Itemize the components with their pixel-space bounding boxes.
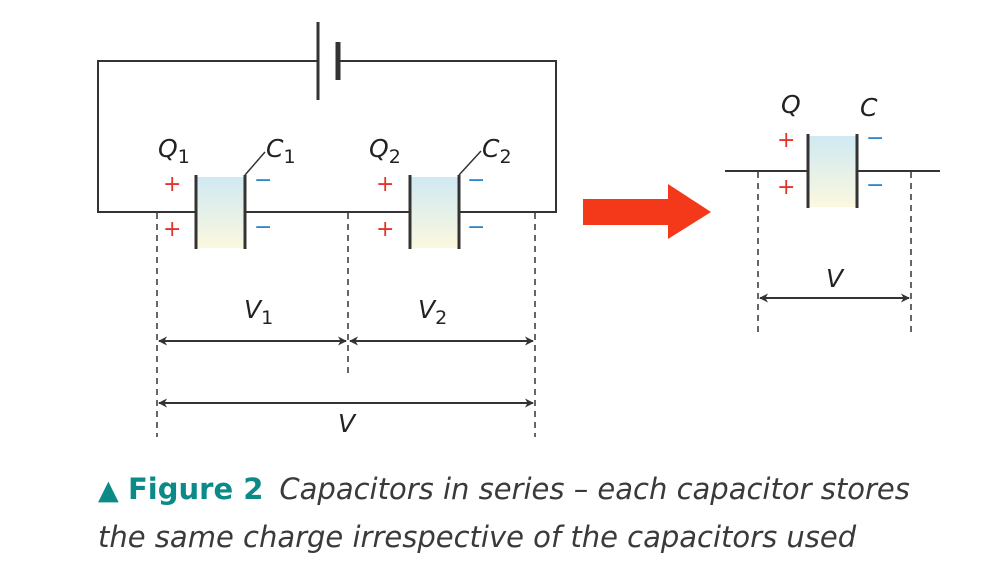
capacitor-1 — [194, 151, 266, 249]
label-v1: V1 — [244, 295, 273, 329]
plus-sign: + — [163, 217, 181, 242]
figure-label: Figure 2 — [127, 472, 264, 506]
capacitor-2 — [408, 150, 482, 249]
equivalent-circuit — [725, 134, 940, 332]
voltage-guide-lines — [156, 213, 536, 437]
caption-text-2: the same charge irrespective of the capa… — [98, 520, 857, 554]
caption-line-1: ▲ Figure 2 Capacitors in series – each ca… — [98, 466, 978, 514]
plus-sign: + — [376, 217, 394, 242]
caption-text-1: Capacitors in series – each capacitor st… — [279, 472, 910, 506]
minus-sign: − — [866, 126, 884, 151]
label-q1: Q1 — [158, 134, 190, 168]
plus-sign: + — [777, 128, 795, 153]
label-v2: V2 — [418, 295, 447, 329]
battery-symbol — [316, 22, 341, 100]
minus-sign: − — [467, 215, 485, 240]
equivalent-capacitor — [806, 134, 859, 208]
label-v-total: V — [338, 409, 357, 438]
minus-sign: − — [254, 168, 272, 193]
label-c: C — [860, 93, 878, 122]
label-v-equiv: V — [826, 264, 845, 293]
label-c1: C1 — [266, 134, 296, 168]
label-q: Q — [781, 90, 801, 119]
series-circuit-wires — [97, 60, 557, 213]
plus-sign: + — [163, 172, 181, 197]
circuit-diagram: Q1 C1 Q2 C2 V1 V2 V + + − − + + − − Q C … — [97, 22, 940, 438]
equivalence-arrow — [583, 184, 711, 239]
minus-sign: − — [254, 215, 272, 240]
triangle-icon: ▲ — [98, 475, 119, 506]
plus-sign: + — [777, 175, 795, 200]
label-q2: Q2 — [369, 134, 401, 168]
minus-sign: − — [467, 168, 485, 193]
figure-caption: ▲ Figure 2 Capacitors in series – each ca… — [98, 466, 978, 561]
label-c2: C2 — [482, 134, 512, 168]
minus-sign: − — [866, 173, 884, 198]
plus-sign: + — [376, 172, 394, 197]
